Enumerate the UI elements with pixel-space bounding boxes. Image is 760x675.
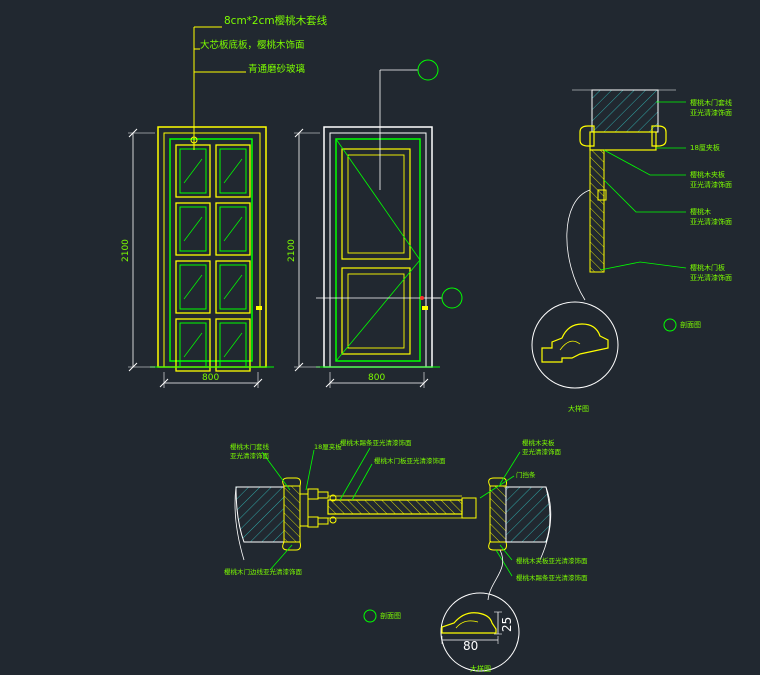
plan-callout-arc xyxy=(487,549,504,601)
glass-panel-frame xyxy=(215,144,251,198)
label-large-detail-upper: 大样图 xyxy=(568,404,589,413)
moulding-profile-upper xyxy=(541,323,609,363)
dim-width-mid: 800 xyxy=(368,373,385,383)
glass-pane xyxy=(179,264,207,310)
glass-panel-frame xyxy=(215,202,251,256)
glass-panel-grid xyxy=(175,144,251,372)
upper-panel-outer xyxy=(341,148,411,260)
upper-panel-inner xyxy=(347,154,405,254)
section-bubble-side xyxy=(441,287,463,309)
glass-pane xyxy=(179,206,207,252)
swing-line-1 xyxy=(335,138,421,261)
section-mark-circle xyxy=(663,318,677,332)
glass-pane xyxy=(219,264,247,310)
plan-right-top-1: 樱桃木夹板 xyxy=(522,438,555,447)
label-section-mark-lower: 剖面图 xyxy=(380,611,401,620)
glass-reflection-line xyxy=(183,332,203,358)
note-board: 大芯板底板，樱桃木饰面 xyxy=(200,39,305,51)
glass-reflection-line xyxy=(183,216,203,242)
swing-line-2 xyxy=(335,259,421,362)
sec-door-2: 亚光清漆饰面 xyxy=(690,273,732,282)
sec-door-1: 樱桃木门板 xyxy=(690,263,725,272)
plywood-strip xyxy=(589,131,657,151)
glass-pane xyxy=(219,206,247,252)
wall-block xyxy=(591,89,659,133)
note-top-casing: 8cm*2cm樱桃木套线 xyxy=(224,14,328,27)
plan-mid-second: 樱桃木门板亚光清漆饰面 xyxy=(374,456,446,465)
dim-detail-width: 80 xyxy=(463,639,478,653)
casing-profile-right xyxy=(651,125,667,147)
jamb xyxy=(589,149,605,273)
glass-pane xyxy=(219,148,247,194)
glass-pane xyxy=(179,148,207,194)
glass-panel-frame xyxy=(175,202,211,256)
plan-mid-top: 樱桃木踢条亚光清漆饰面 xyxy=(340,438,412,447)
label-large-detail-lower: 大样图 xyxy=(470,664,491,673)
plan-left-top-1: 樱桃木门套线 xyxy=(230,442,270,451)
door-elevation-glass xyxy=(150,126,274,372)
plan-right-bottom-1: 樱桃木夹板亚光清漆饰面 xyxy=(516,556,588,565)
left-wall xyxy=(235,486,285,543)
lower-panel-outer xyxy=(341,267,411,355)
plan-right-bottom-2: 樱桃木踢条亚光清漆饰面 xyxy=(516,573,588,582)
dim-lines-mid-door xyxy=(294,128,429,388)
left-jamb xyxy=(283,485,301,543)
door-leaf xyxy=(169,138,253,362)
plan-stop: 门挡条 xyxy=(516,470,536,479)
section-mark-circle-lower xyxy=(363,609,377,623)
plan-right-top-2: 亚光清漆饰面 xyxy=(522,447,562,456)
door-leaf-2 xyxy=(335,138,421,362)
sec-panel-2: 亚光清漆饰面 xyxy=(690,180,732,189)
casing-profile-left xyxy=(579,125,595,147)
plan-left-bottom: 樱桃木门边线亚光清漆饰面 xyxy=(224,567,303,576)
vertical-section xyxy=(531,89,687,389)
plan-plywood: 18厘夹板 xyxy=(314,442,342,451)
sec-frame-2: 亚光清漆饰面 xyxy=(690,108,732,117)
glass-panel-frame xyxy=(215,318,251,372)
sec-frame-1: 樱桃木门套线 xyxy=(690,98,732,107)
plan-door-leaf xyxy=(327,499,463,515)
glass-reflection-line xyxy=(183,158,203,184)
lower-panel-inner xyxy=(347,273,405,349)
glass-panel-frame xyxy=(215,260,251,314)
dim-width-left: 800 xyxy=(202,373,219,383)
door-handle-left xyxy=(256,306,262,310)
plan-section xyxy=(234,447,552,672)
door-handle-mid xyxy=(422,306,428,310)
right-jamb xyxy=(489,485,507,543)
door-elevation-panel xyxy=(316,59,463,368)
glass-reflection-line xyxy=(183,274,203,300)
dim-height-mid: 2100 xyxy=(287,239,297,262)
glass-reflection-line xyxy=(223,332,243,358)
glass-panel-frame xyxy=(175,318,211,372)
sec-panel-1: 樱桃木夹板 xyxy=(690,170,725,179)
glass-panel-frame xyxy=(175,260,211,314)
detail-circle-lower xyxy=(440,592,520,672)
sec-solid-1: 樱桃木 xyxy=(690,207,711,216)
door-casing-outer-2 xyxy=(323,126,433,368)
callout-arc xyxy=(566,189,591,301)
door-casing-inner-2 xyxy=(329,132,427,368)
elevation-note-leaders xyxy=(190,26,246,150)
dim-height-left: 2100 xyxy=(121,239,131,262)
glass-reflection-line xyxy=(223,216,243,242)
section-bubble-top xyxy=(417,59,439,81)
sec-solid-2: 亚光清漆饰面 xyxy=(690,217,732,226)
dim-lines-left-door xyxy=(128,128,263,388)
moulding-profile-lower xyxy=(441,612,497,634)
glass-panel-frame xyxy=(175,144,211,198)
detail-circle-upper xyxy=(531,301,619,389)
glass-reflection-line xyxy=(223,158,243,184)
plan-left-top-2: 亚光清漆饰面 xyxy=(230,451,270,460)
note-glass: 青通磨砂玻璃 xyxy=(248,63,305,75)
stop-bead xyxy=(597,189,607,201)
dim-detail-depth: 25 xyxy=(500,617,514,632)
right-wall xyxy=(505,486,551,543)
glass-reflection-line xyxy=(223,274,243,300)
label-section-mark-upper: 剖面图 xyxy=(680,320,701,329)
sec-plywood: 18厘夹板 xyxy=(690,143,720,152)
